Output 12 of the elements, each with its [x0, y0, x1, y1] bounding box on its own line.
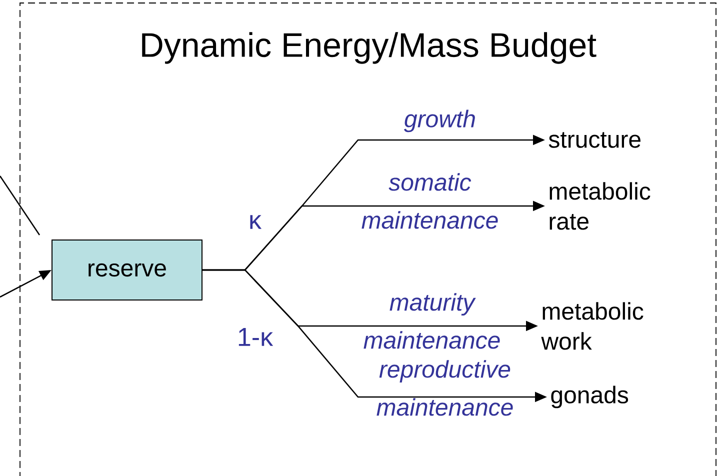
target-text: metabolic rate — [550, 182, 650, 230]
target-text: structure — [548, 132, 640, 148]
edge-label: reproductive maintenance — [376, 360, 513, 416]
branch-fraction: 1-κ — [238, 328, 274, 346]
target-text: metabolic work — [541, 302, 644, 350]
reserve-box: reserve — [52, 239, 202, 300]
branch-fraction: κ — [250, 215, 262, 229]
title: Dynamic Energy/Mass Budget — [142, 32, 596, 64]
line — [0, 176, 40, 236]
edge-label: somatic maintenance — [362, 173, 498, 229]
target-text: gonads — [551, 386, 628, 408]
edge-label: growth — [404, 110, 475, 132]
